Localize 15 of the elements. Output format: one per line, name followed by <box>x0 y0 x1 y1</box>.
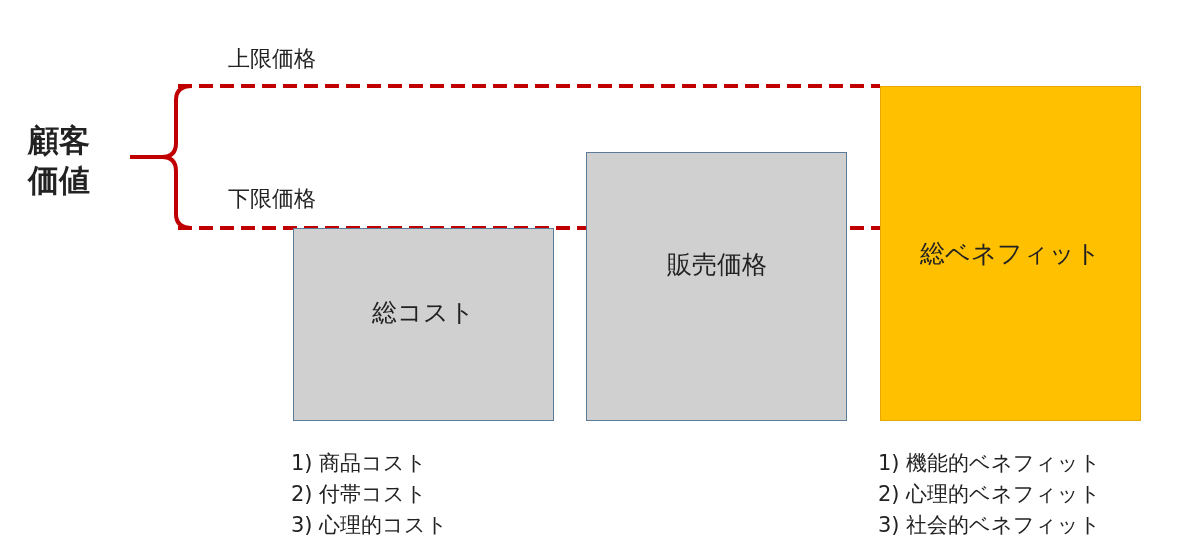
box-label: 販売価格 <box>666 249 767 281</box>
list-item: 3) 心理的コスト <box>291 512 449 539</box>
list-item: 2) 付帯コスト <box>291 481 429 508</box>
upper-price-label: 上限価格 <box>228 45 316 73</box>
lower-price-label: 下限価格 <box>228 185 316 213</box>
box-label: 総ベネフィット <box>920 238 1101 270</box>
cost-box <box>293 228 554 421</box>
list-item: 2) 心理的ベネフィット <box>878 481 1102 508</box>
customer-value-label: 顧客価値 <box>28 121 91 201</box>
list-item: 1) 商品コスト <box>291 450 429 477</box>
box-label: 総コスト <box>372 297 475 329</box>
price-box <box>586 152 847 421</box>
list-item: 1) 機能的ベネフィット <box>878 450 1102 477</box>
benefit-box <box>880 86 1141 421</box>
list-item: 3) 社会的ベネフィット <box>878 512 1102 539</box>
